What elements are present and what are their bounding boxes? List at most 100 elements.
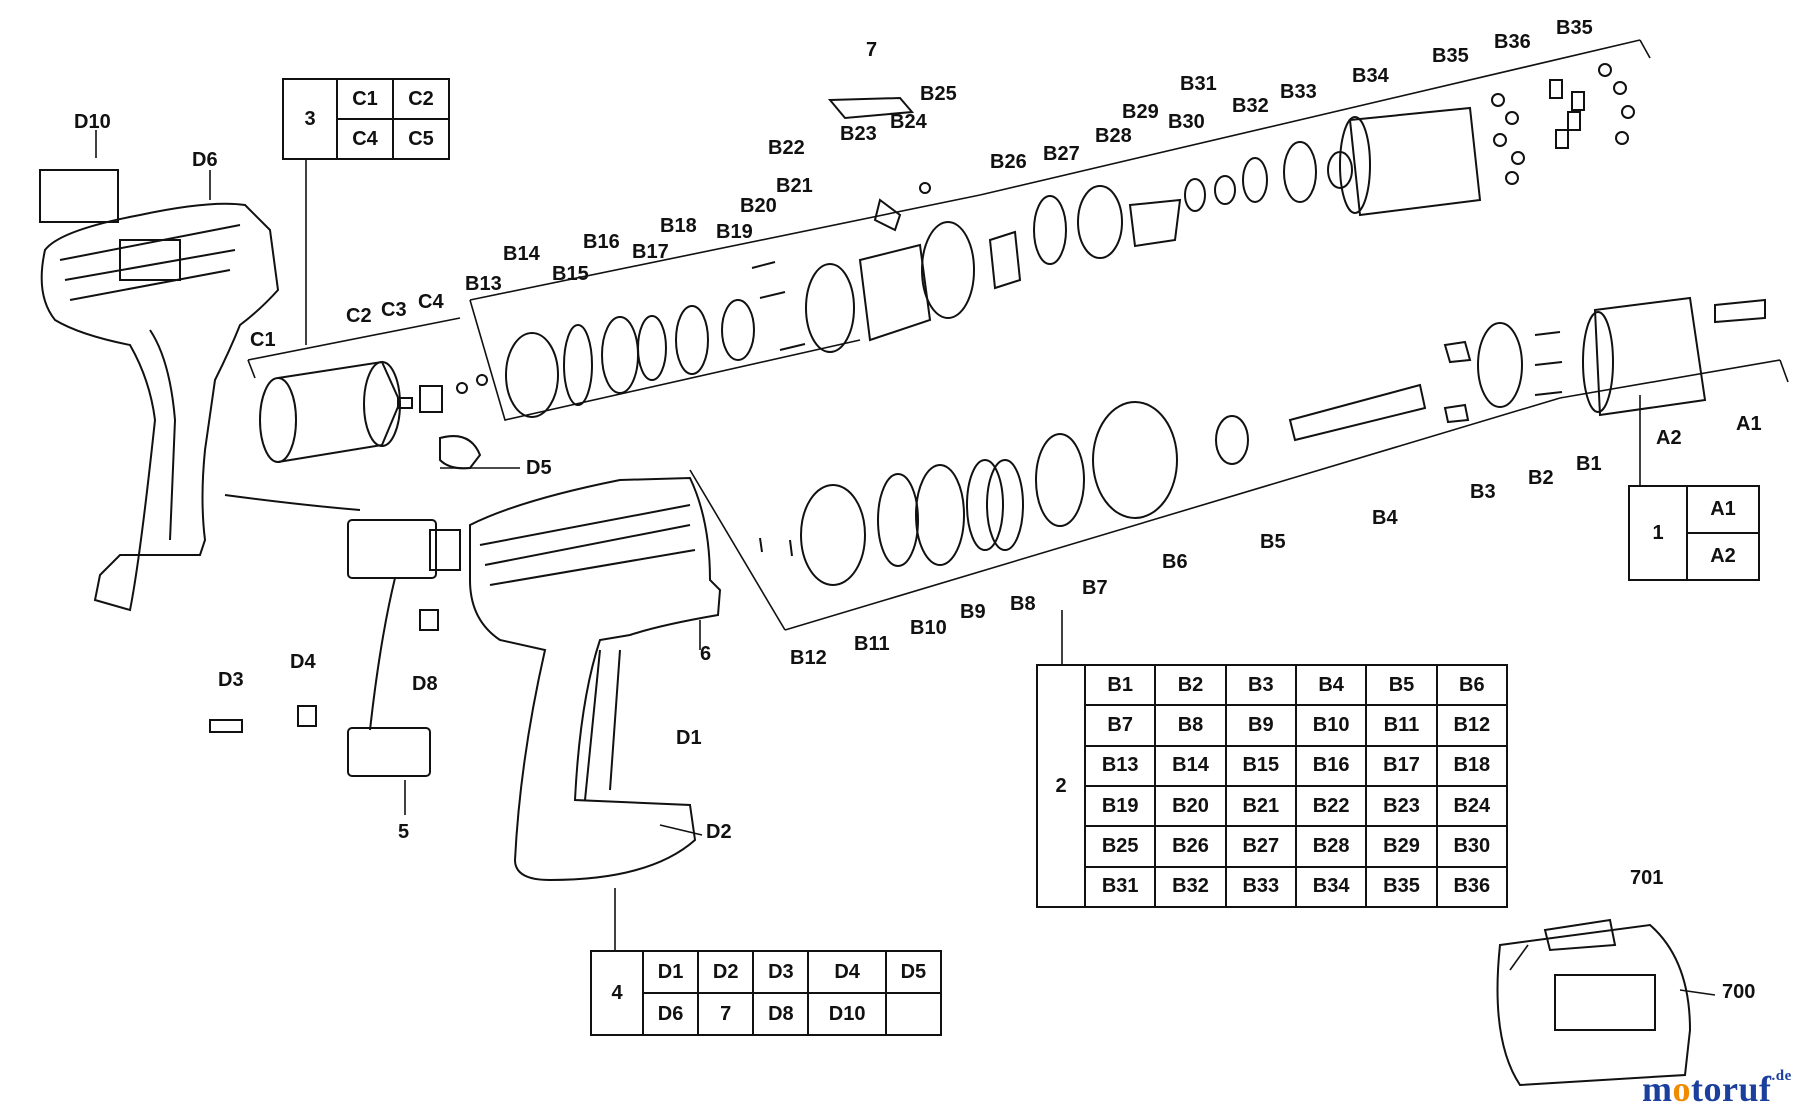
label-5: 5 xyxy=(398,821,410,843)
motor-c1 xyxy=(259,360,488,463)
label-c3: C3 xyxy=(381,299,407,321)
kit-cell: B5 xyxy=(1365,663,1438,707)
kit-cell xyxy=(884,992,943,1036)
kit-cell: D6 xyxy=(641,992,700,1036)
label-b14: B14 xyxy=(503,243,540,265)
label-b19: B19 xyxy=(716,221,753,243)
label-d8: D8 xyxy=(412,673,438,695)
label-b24: B24 xyxy=(890,111,927,133)
kit-cell: A1 xyxy=(1686,485,1760,534)
kit-cell: C4 xyxy=(336,118,394,160)
kit-cell: B19 xyxy=(1083,784,1157,828)
label-b18: B18 xyxy=(660,215,697,237)
label-b10: B10 xyxy=(910,617,947,639)
clip-d4 xyxy=(297,705,317,727)
carrying-case xyxy=(1496,918,1692,1087)
kit-cell: B29 xyxy=(1365,825,1438,868)
kit-cell: A2 xyxy=(1686,532,1760,581)
kit-cell: B15 xyxy=(1224,744,1297,787)
housing-half-d6 xyxy=(39,169,280,612)
label-c1: C1 xyxy=(250,329,276,351)
label-d2: D2 xyxy=(706,821,732,843)
label-d3: D3 xyxy=(218,669,244,691)
ring-gear-b11 xyxy=(800,484,866,586)
kit-cell: D1 xyxy=(641,950,700,994)
kit-table-2: 2 B1 B2 B3 B4 B5 B6 B7 B8 B9 B10 B11 B12… xyxy=(1036,663,1509,909)
switch-assembly xyxy=(209,435,482,777)
label-d5: D5 xyxy=(526,457,552,479)
label-b8: B8 xyxy=(1010,593,1036,615)
kit-number: 1 xyxy=(1628,485,1688,581)
clip-7 xyxy=(827,96,915,120)
label-b26: B26 xyxy=(990,151,1027,173)
kit-cell: B26 xyxy=(1154,825,1227,868)
kit-cell: B4 xyxy=(1294,663,1368,707)
label-b20: B20 xyxy=(740,195,777,217)
label-700: 700 xyxy=(1722,981,1756,1003)
label-b27: B27 xyxy=(1043,143,1080,165)
label-b11: B11 xyxy=(854,633,890,655)
label-b29: B29 xyxy=(1122,101,1159,123)
label-d1: D1 xyxy=(676,727,702,749)
label-b9: B9 xyxy=(960,601,986,623)
label-b17: B17 xyxy=(632,241,669,263)
chuck-screw-a1 xyxy=(1714,298,1766,324)
watermark-logo: motoruf.de xyxy=(1642,1068,1792,1109)
kit-table-4: 4 D1 D2 D3 D4 D5 D6 7 D8 D10 xyxy=(590,950,943,1036)
kit-cell: B33 xyxy=(1224,865,1297,909)
label-b21: B21 xyxy=(776,175,813,197)
kit-cell: B27 xyxy=(1224,825,1297,868)
switch-spring-d8 xyxy=(419,609,439,631)
pinion-c3 xyxy=(419,385,443,413)
kit-cell: B7 xyxy=(1083,704,1157,747)
kit-cell: B20 xyxy=(1154,784,1227,828)
gearbox-stack xyxy=(505,182,975,418)
label-b12: B12 xyxy=(790,647,827,669)
kit-cell: B8 xyxy=(1154,704,1227,747)
kit-cell: D4 xyxy=(807,950,887,994)
kit-cell: B22 xyxy=(1294,784,1368,828)
label-d6: D6 xyxy=(192,149,218,171)
chuck-a2 xyxy=(1593,296,1707,417)
gearbox-housing-b21 xyxy=(858,243,932,342)
kit-cell: B6 xyxy=(1435,663,1509,707)
kit-cell: D5 xyxy=(884,950,943,994)
kit-cell: B34 xyxy=(1294,865,1368,909)
label-b32: B32 xyxy=(1232,95,1269,117)
kit-cell: D10 xyxy=(807,992,887,1036)
label-b5: B5 xyxy=(1260,531,1286,553)
screw-d3 xyxy=(209,719,243,733)
label-b31: B31 xyxy=(1180,73,1217,95)
label-b28: B28 xyxy=(1095,125,1132,147)
label-d4: D4 xyxy=(290,651,316,673)
label-701: 701 xyxy=(1630,867,1664,889)
kit-cell: B18 xyxy=(1435,744,1509,787)
label-b13: B13 xyxy=(465,273,502,295)
kit-cell: C5 xyxy=(392,118,450,160)
guide-lines xyxy=(95,39,1789,996)
kit-cell: B25 xyxy=(1083,825,1157,868)
kit-table-3: 3 C1 C2 C4 C5 xyxy=(282,78,450,160)
label-c2: C2 xyxy=(346,305,372,327)
label-b1: B1 xyxy=(1576,453,1602,475)
front-assembly xyxy=(759,296,1766,586)
kit-cell: B17 xyxy=(1365,744,1438,787)
kit-cell: B12 xyxy=(1435,704,1509,747)
kit-cell: D3 xyxy=(752,950,810,994)
label-b3: B3 xyxy=(1470,481,1496,503)
kit-cell: B31 xyxy=(1083,865,1157,909)
kit-cell: C2 xyxy=(392,78,450,120)
kit-cell: B13 xyxy=(1083,744,1157,787)
label-b30: B30 xyxy=(1168,111,1205,133)
reverse-lever-d5 xyxy=(439,435,482,470)
kit-cell: B32 xyxy=(1154,865,1227,909)
label-b7: B7 xyxy=(1082,577,1108,599)
clutch-parts xyxy=(988,63,1635,290)
kit-cell: B28 xyxy=(1294,825,1368,868)
kit-cell: B35 xyxy=(1365,865,1438,909)
label-b25: B25 xyxy=(920,83,957,105)
kit-cell: B3 xyxy=(1224,663,1297,707)
label-b6: B6 xyxy=(1162,551,1188,573)
kit-cell: B9 xyxy=(1224,704,1297,747)
